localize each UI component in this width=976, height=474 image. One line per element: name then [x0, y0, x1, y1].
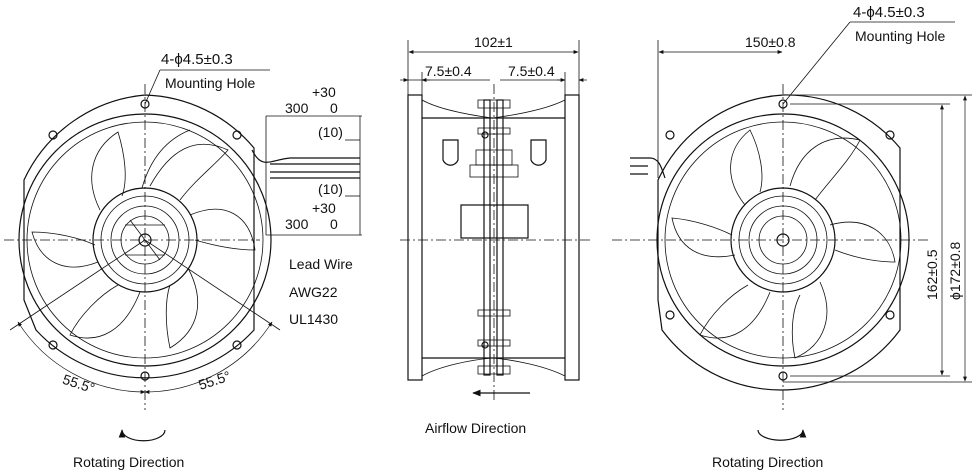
right-mounting-hole-spec: 4-ϕ4.5±0.3	[853, 4, 925, 21]
lead-wire-label: Lead Wire	[289, 256, 353, 272]
side-view: 102±1 7.5±0.4 7.5±0.4 Airflow Direction	[400, 34, 590, 436]
lead-wires	[251, 115, 362, 236]
angle-right: 55.5°	[196, 367, 232, 392]
lead-wire-standard: UL1430	[289, 311, 338, 327]
lead-top-zero: 0	[330, 100, 338, 116]
lead-bottom-zero: 0	[330, 216, 338, 232]
right-rear-view: 150±0.8 4-ϕ4.5±0.3 Mounting Hole 162±0.5…	[612, 4, 972, 470]
left-rotation-arrow	[118, 429, 166, 442]
right-width: 150±0.8	[745, 34, 796, 50]
lead-top-strip: (10)	[318, 124, 343, 140]
left-front-view: 4-ϕ4.5±0.3 Mounting Hole +30 300 0 (10) …	[4, 51, 362, 470]
airflow-label: Airflow Direction	[425, 420, 526, 436]
side-flange-right: 7.5±0.4	[508, 63, 555, 79]
lead-bottom-tolerance: +30	[312, 200, 336, 216]
left-mounting-hole-label: Mounting Hole	[165, 75, 255, 91]
side-overall-depth: 102±1	[474, 34, 513, 50]
right-rotation-arrow	[757, 429, 807, 441]
angle-left: 55.5°	[61, 371, 97, 396]
right-mounting-hole-label: Mounting Hole	[855, 28, 945, 44]
lead-top-tolerance: +30	[312, 84, 336, 100]
lead-bottom-length: 300	[285, 216, 309, 232]
lead-wire-gauge: AWG22	[289, 284, 338, 300]
left-mounting-hole-spec: 4-ϕ4.5±0.3	[161, 51, 233, 68]
fan-blades-right	[671, 129, 896, 359]
fan-blades-left	[31, 129, 256, 349]
left-rotation-label: Rotating Direction	[73, 454, 184, 470]
lead-top-length: 300	[285, 100, 309, 116]
right-rotation-label: Rotating Direction	[712, 454, 823, 470]
right-outer-diameter: ϕ172±0.8	[947, 241, 963, 300]
side-flange-left: 7.5±0.4	[425, 63, 472, 79]
lead-bottom-strip: (10)	[318, 181, 343, 197]
right-hole-pitch: 162±0.5	[924, 249, 940, 300]
